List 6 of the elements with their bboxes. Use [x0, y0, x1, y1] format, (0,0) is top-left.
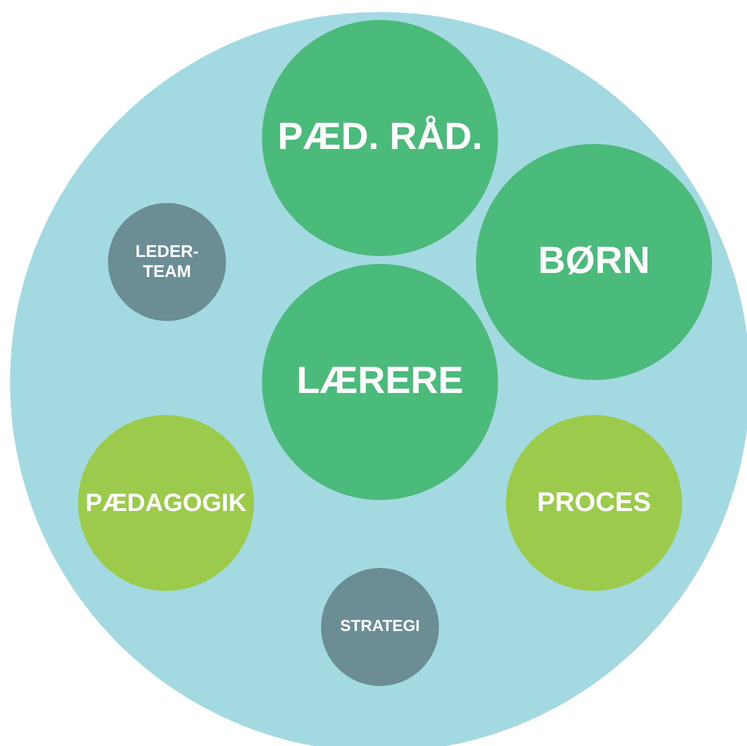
topic-circle: STRATEGI	[321, 568, 439, 686]
topic-circle: PROCES	[506, 415, 682, 591]
topic-circle: LEDER- TEAM	[108, 203, 226, 321]
topic-circle: PÆD. RÅD.	[262, 20, 498, 256]
topic-circle: LÆRERE	[262, 264, 498, 500]
topic-circle: PÆDAGOGIK	[78, 415, 254, 591]
